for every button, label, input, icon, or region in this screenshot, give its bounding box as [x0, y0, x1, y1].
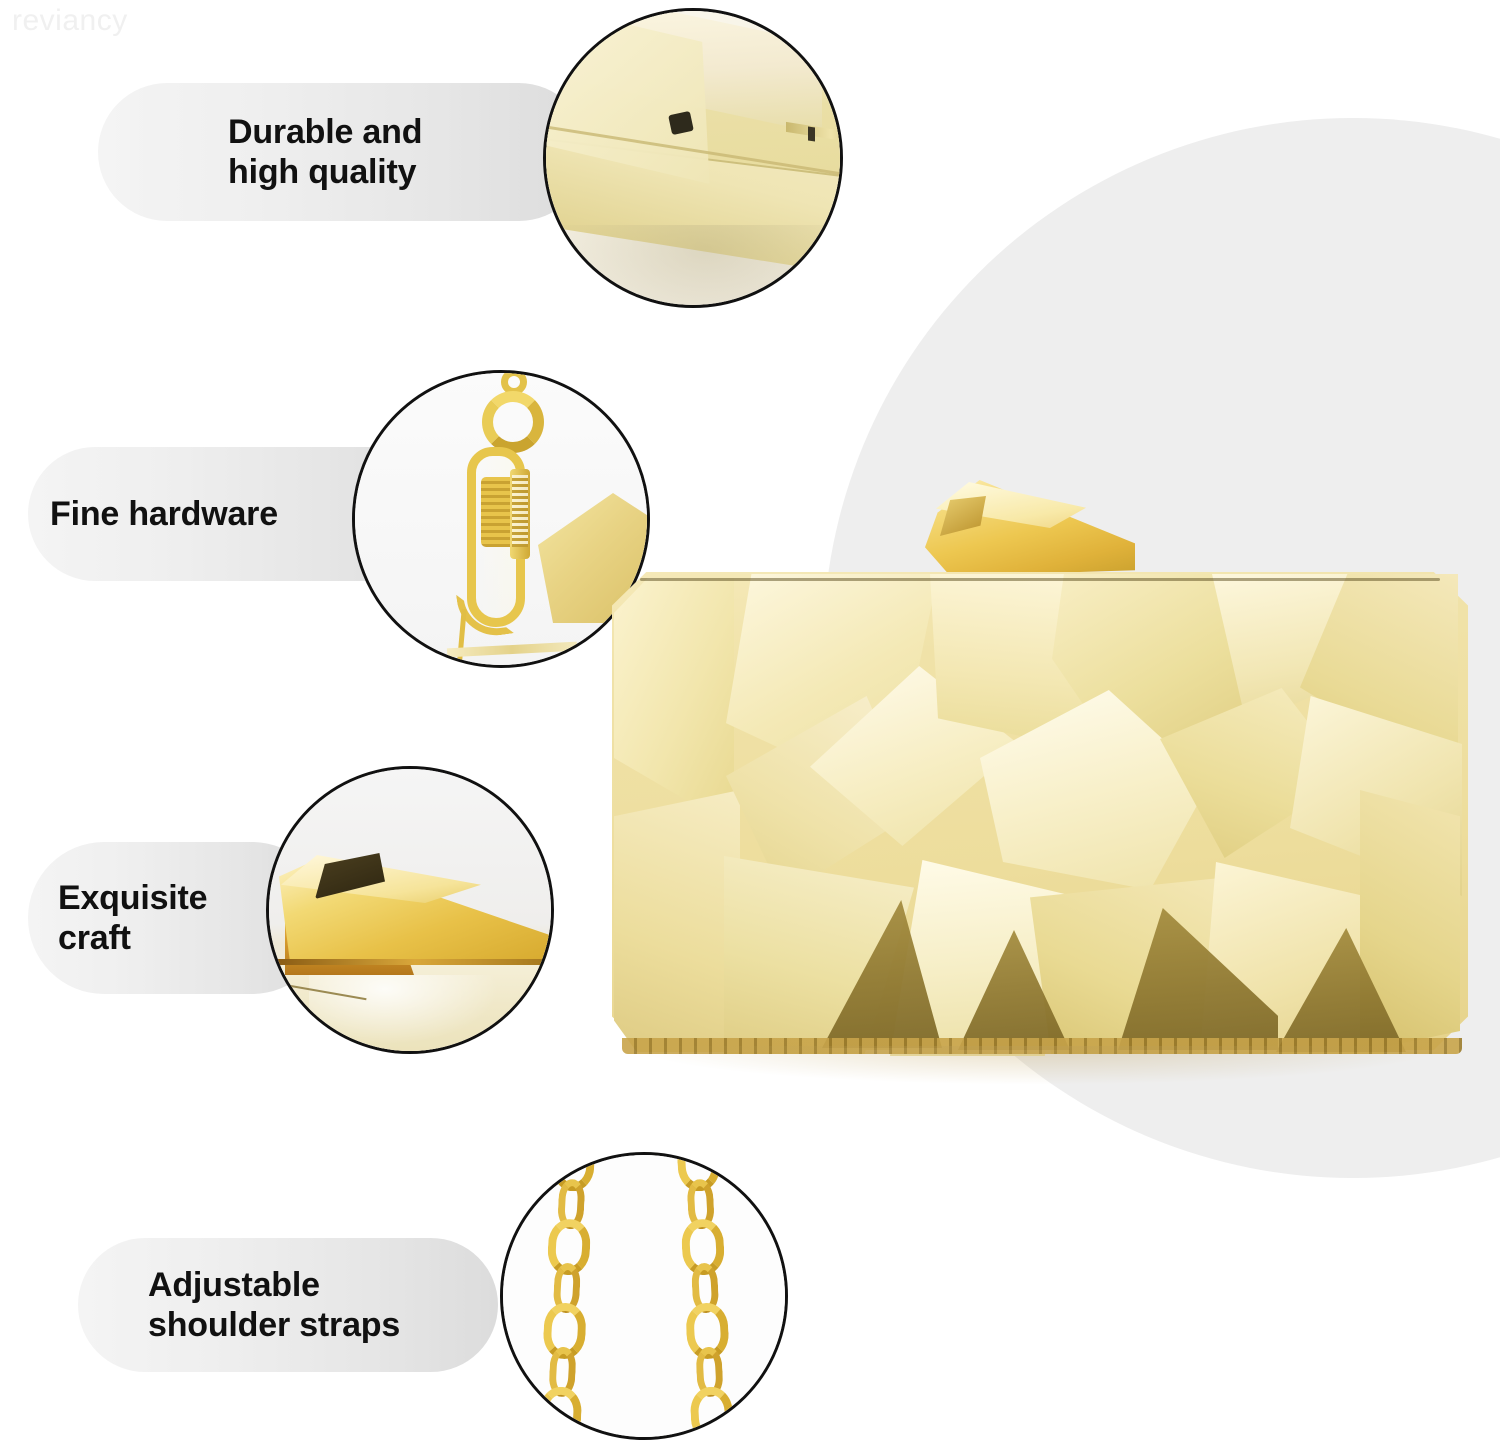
feature-label-text: Exquisite craft [58, 878, 208, 957]
feature-label-straps: Adjustable shoulder straps [78, 1238, 498, 1372]
feature-label-text: Fine hardware [50, 494, 278, 533]
feature-label-text: Durable and high quality [228, 112, 423, 191]
watermark-text: reviancy [12, 4, 128, 37]
bag-hinge-strip [622, 1038, 1462, 1054]
detail-circle-gold-chain [500, 1152, 788, 1440]
detail-circle-box-corner [543, 8, 843, 308]
feature-label-text: Adjustable shoulder straps [148, 1265, 401, 1344]
product-clutch-bag [600, 460, 1480, 1100]
detail-circle-faceted-clasp [266, 766, 554, 1054]
feature-label-durable: Durable and high quality [98, 83, 588, 221]
detail-circle-lobster-clasp [352, 370, 650, 668]
